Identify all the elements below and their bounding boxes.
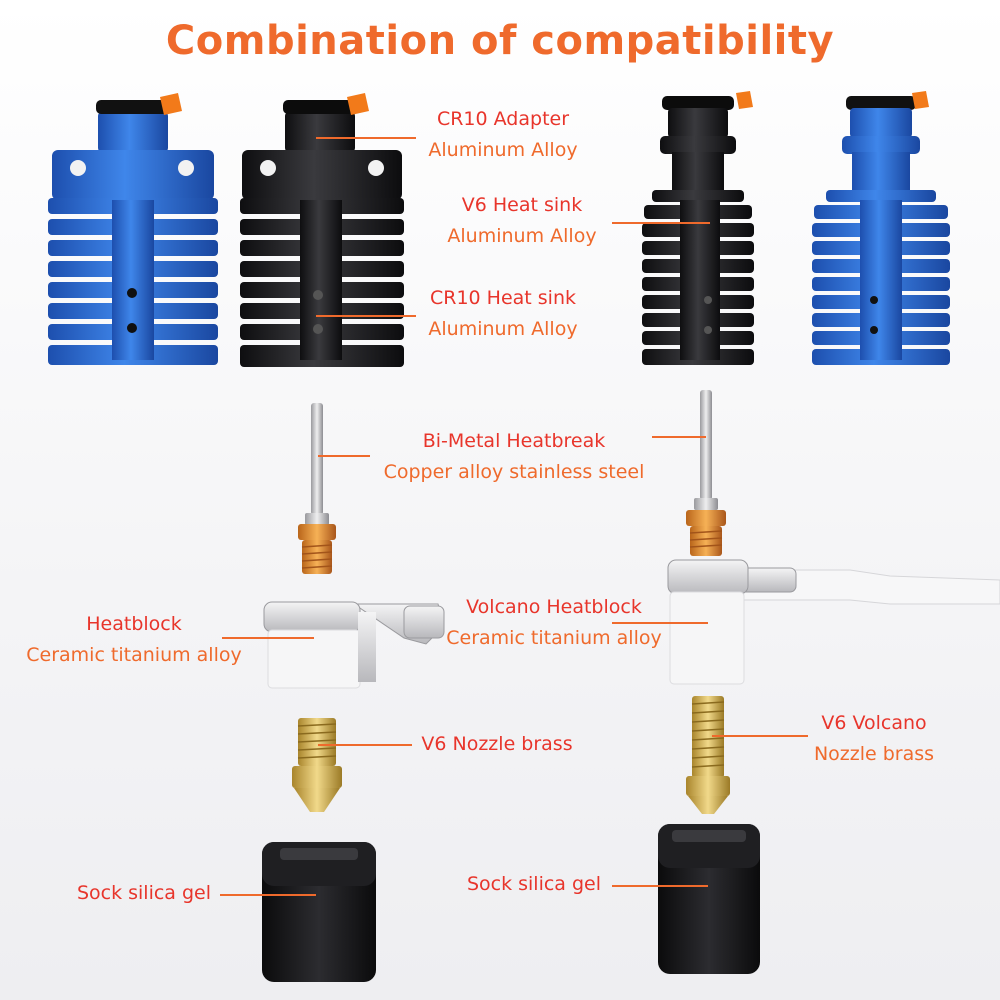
label-cr10-adapter-material: Aluminum Alloy <box>428 139 578 161</box>
label-v6-nozzle-name: V6 Nozzle brass <box>421 733 573 755</box>
callout-line-volcano-heatblock <box>612 622 708 624</box>
callout-line-sock-right <box>612 885 708 887</box>
black-v6-heatsink <box>642 91 754 365</box>
black-cr10-heatsink <box>240 93 404 367</box>
callout-line-volcano-nozzle <box>712 735 808 737</box>
label-sock-right-name: Sock silica gel <box>466 873 602 895</box>
label-v6-heatsink-name: V6 Heat sink <box>461 194 583 216</box>
label-volcano-nozzle: V6 Volcano Nozzle brass <box>806 708 942 770</box>
heatbreak-right <box>686 390 726 556</box>
label-volcano-nozzle-material: Nozzle brass <box>813 743 935 765</box>
label-sock-left: Sock silica gel <box>66 878 222 909</box>
label-v6-nozzle: V6 Nozzle brass <box>414 729 580 760</box>
label-cr10-heatsink: CR10 Heat sink Aluminum Alloy <box>418 283 588 345</box>
callout-line-heatblock <box>222 637 314 639</box>
label-cr10-adapter-name: CR10 Adapter <box>436 108 570 130</box>
label-heatbreak-name: Bi-Metal Heatbreak <box>422 430 606 452</box>
blue-cr10-heatsink <box>48 93 218 365</box>
label-sock-right: Sock silica gel <box>456 869 612 900</box>
label-heatblock-name: Heatblock <box>86 613 182 635</box>
callout-line-v6-nozzle <box>318 744 412 746</box>
v6-nozzle-left <box>292 718 342 812</box>
heatbreak-left <box>298 403 336 574</box>
label-volcano-heatblock-name: Volcano Heatblock <box>466 596 642 618</box>
callout-line-heatbreak-left <box>318 455 370 457</box>
label-heatbreak: Bi-Metal Heatbreak Copper alloy stainles… <box>372 426 656 488</box>
label-volcano-heatblock: Volcano Heatblock Ceramic titanium alloy <box>436 592 672 654</box>
label-cr10-heatsink-material: Aluminum Alloy <box>428 318 578 340</box>
label-v6-heatsink-material: Aluminum Alloy <box>447 225 597 247</box>
volcano-heatblock-right <box>667 559 1000 685</box>
label-cr10-adapter: CR10 Adapter Aluminum Alloy <box>418 104 588 166</box>
silicone-sock-right <box>658 824 760 974</box>
page-title: Combination of compatibility <box>165 18 835 64</box>
callout-line-cr10-adapter <box>316 137 416 139</box>
label-v6-heatsink: V6 Heat sink Aluminum Alloy <box>436 190 608 252</box>
label-sock-left-name: Sock silica gel <box>76 882 212 904</box>
label-heatblock: Heatblock Ceramic titanium alloy <box>14 609 254 671</box>
label-heatblock-material: Ceramic titanium alloy <box>26 644 242 666</box>
label-volcano-nozzle-name: V6 Volcano <box>821 712 927 734</box>
volcano-nozzle-right <box>686 696 730 814</box>
heatblock-left <box>263 601 445 689</box>
callout-line-heatbreak-right <box>652 436 706 438</box>
label-cr10-heatsink-name: CR10 Heat sink <box>429 287 577 309</box>
callout-line-v6-heatsink <box>612 222 710 224</box>
label-heatbreak-material: Copper alloy stainless steel <box>383 461 645 483</box>
label-volcano-heatblock-material: Ceramic titanium alloy <box>446 627 662 649</box>
blue-v6-heatsink <box>812 91 950 365</box>
callout-line-sock-left <box>220 894 316 896</box>
callout-line-cr10-heatsink <box>316 315 416 317</box>
silicone-sock-left <box>262 842 376 982</box>
